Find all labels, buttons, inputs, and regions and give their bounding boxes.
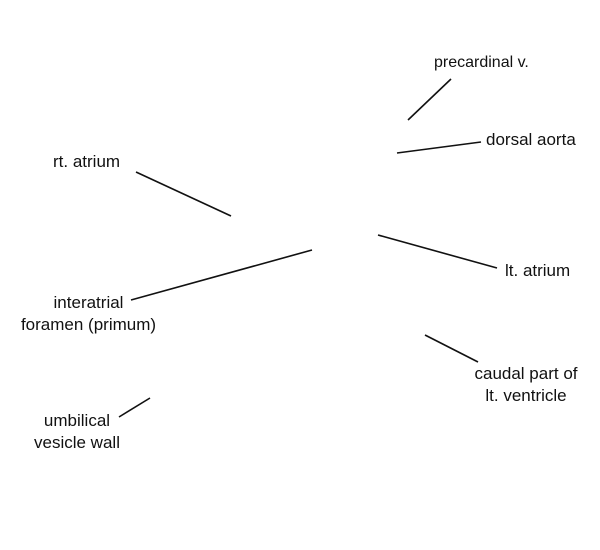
label-caudal-part-lt-ventricle: caudal part of lt. ventricle: [460, 363, 592, 407]
label-lt-atrium: lt. atrium: [505, 260, 570, 281]
label-precardinal-v-text: precardinal v.: [434, 54, 529, 71]
leader-line-dorsal-aorta: [396, 141, 482, 154]
label-dorsal-aorta-text: dorsal aorta: [486, 130, 576, 149]
label-lt-atrium-text: lt. atrium: [505, 261, 571, 280]
leader-line-umbilical-vesicle-wall: [118, 397, 151, 418]
label-caudal-part-lt-ventricle-line1: caudal part of: [474, 364, 578, 383]
label-dorsal-aorta: dorsal aorta: [486, 129, 576, 150]
label-rt-atrium-text: rt. atrium: [53, 152, 121, 171]
label-umbilical-vesicle-wall-line2: vesicle wall: [34, 433, 120, 452]
leader-line-interatrial-foramen: [130, 249, 313, 301]
label-umbilical-vesicle-wall-line1: umbilical: [43, 411, 111, 430]
leader-line-lt-atrium: [377, 234, 498, 269]
label-precardinal-v: precardinal v.: [434, 52, 529, 73]
label-caudal-part-lt-ventricle-line2: lt. ventricle: [485, 386, 567, 405]
leader-line-caudal-lt-ventricle: [424, 334, 479, 363]
label-interatrial-foramen: interatrial foramen (primum): [6, 292, 171, 336]
leader-line-rt-atrium: [135, 171, 232, 217]
label-rt-atrium: rt. atrium: [53, 151, 120, 172]
label-interatrial-foramen-line2: foramen (primum): [20, 315, 157, 334]
label-interatrial-foramen-line1: interatrial: [53, 293, 124, 312]
label-umbilical-vesicle-wall: umbilical vesicle wall: [18, 410, 136, 454]
leader-line-precardinal-v: [407, 78, 452, 121]
